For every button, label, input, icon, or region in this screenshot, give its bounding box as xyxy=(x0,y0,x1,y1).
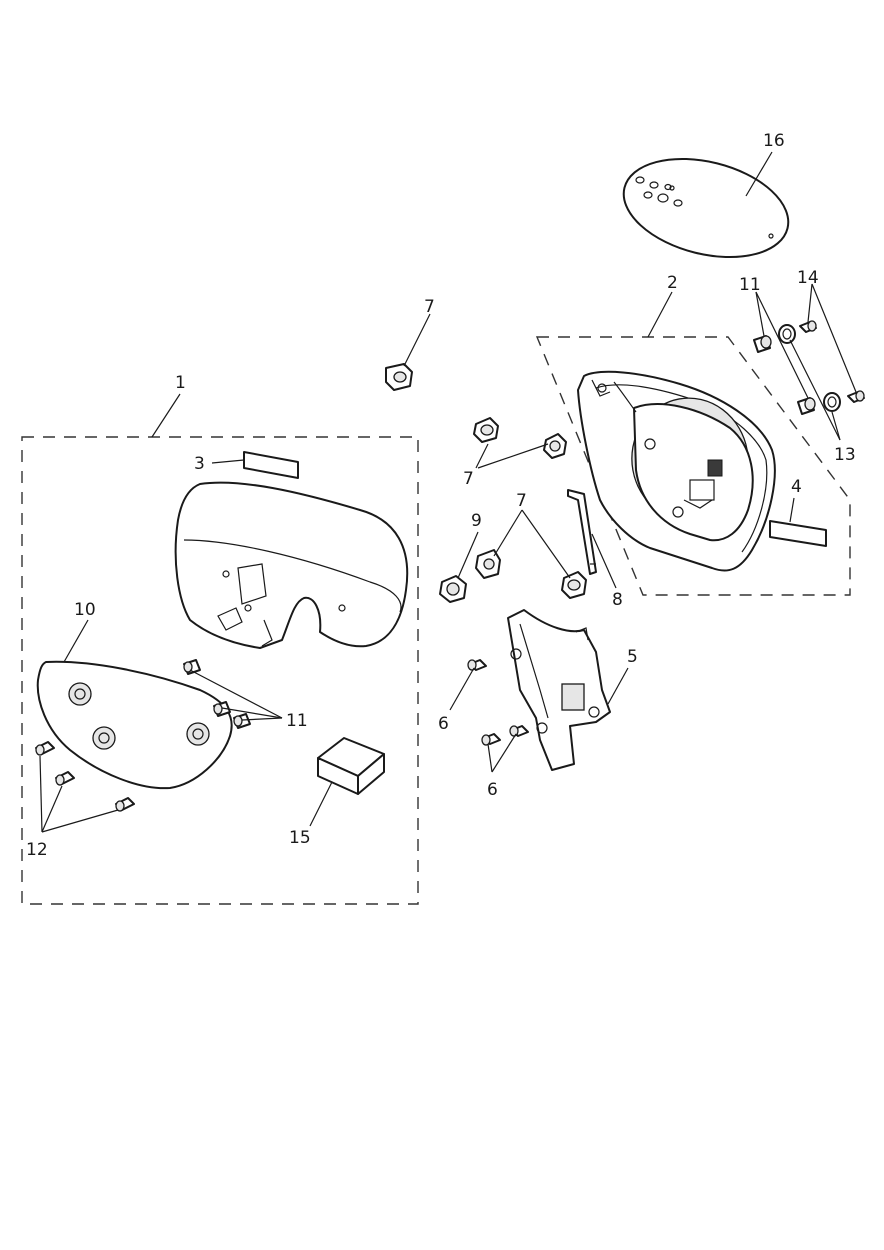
part-11-spacer-right-b xyxy=(797,397,816,415)
part-7-grommet-top xyxy=(385,363,413,391)
callout-1: 1 xyxy=(175,373,186,393)
callout-8: 8 xyxy=(612,590,623,610)
part-5-bracket xyxy=(507,609,611,771)
callout-12: 12 xyxy=(26,840,48,860)
part-15-pad xyxy=(317,737,385,795)
callout-5: 5 xyxy=(627,647,638,667)
part-6-screw-c xyxy=(509,725,529,737)
part-11-spacer-left-b xyxy=(213,701,231,717)
callout-6-upper: 6 xyxy=(438,714,449,734)
part-7-grommet-a xyxy=(473,417,499,443)
part-7-grommet-c xyxy=(475,549,501,579)
part-7-grommet-b xyxy=(543,433,567,459)
part-6-screw-b xyxy=(481,733,501,746)
part-6-screw-a xyxy=(467,659,487,671)
callout-13: 13 xyxy=(834,445,856,465)
callout-11-right: 11 xyxy=(739,275,761,295)
part-11-spacer-left-c xyxy=(233,713,251,729)
callout-10: 10 xyxy=(74,600,96,620)
callout-15: 15 xyxy=(289,828,311,848)
part-13-washer-a xyxy=(778,324,796,344)
callout-11-left: 11 xyxy=(286,711,308,731)
callout-4: 4 xyxy=(791,477,802,497)
part-11-spacer-right-a xyxy=(753,335,772,353)
callout-2: 2 xyxy=(667,273,678,293)
callout-6-lower: 6 xyxy=(487,780,498,800)
callout-14: 14 xyxy=(797,268,819,288)
callout-7-middle: 7 xyxy=(516,491,527,511)
part-16-gasket xyxy=(622,157,790,259)
part-1-cover xyxy=(174,481,409,649)
callout-7-top: 7 xyxy=(424,297,435,317)
part-9-grommet xyxy=(439,575,467,603)
part-8-rod xyxy=(567,489,597,575)
part-3-label xyxy=(243,451,299,479)
part-12-screw-c xyxy=(115,797,135,812)
part-4-label xyxy=(769,520,827,547)
part-12-screw-b xyxy=(55,771,75,786)
callout-7-left: 7 xyxy=(463,469,474,489)
assembly-2-boundary xyxy=(535,336,851,596)
callout-16: 16 xyxy=(763,131,785,151)
part-13-washer-b xyxy=(823,392,841,412)
part-12-screw-a xyxy=(35,741,55,756)
callout-9: 9 xyxy=(471,511,482,531)
part-14-screw-a xyxy=(799,320,817,333)
part-11-spacer-left-a xyxy=(183,659,201,675)
part-2-housing xyxy=(577,370,776,572)
callout-3: 3 xyxy=(194,454,205,474)
part-14-screw-b xyxy=(847,390,865,403)
part-7-grommet-d xyxy=(561,571,587,599)
part-10-plate xyxy=(36,660,233,790)
assembly-1-boundary xyxy=(21,436,419,905)
leader-lines xyxy=(39,151,857,833)
